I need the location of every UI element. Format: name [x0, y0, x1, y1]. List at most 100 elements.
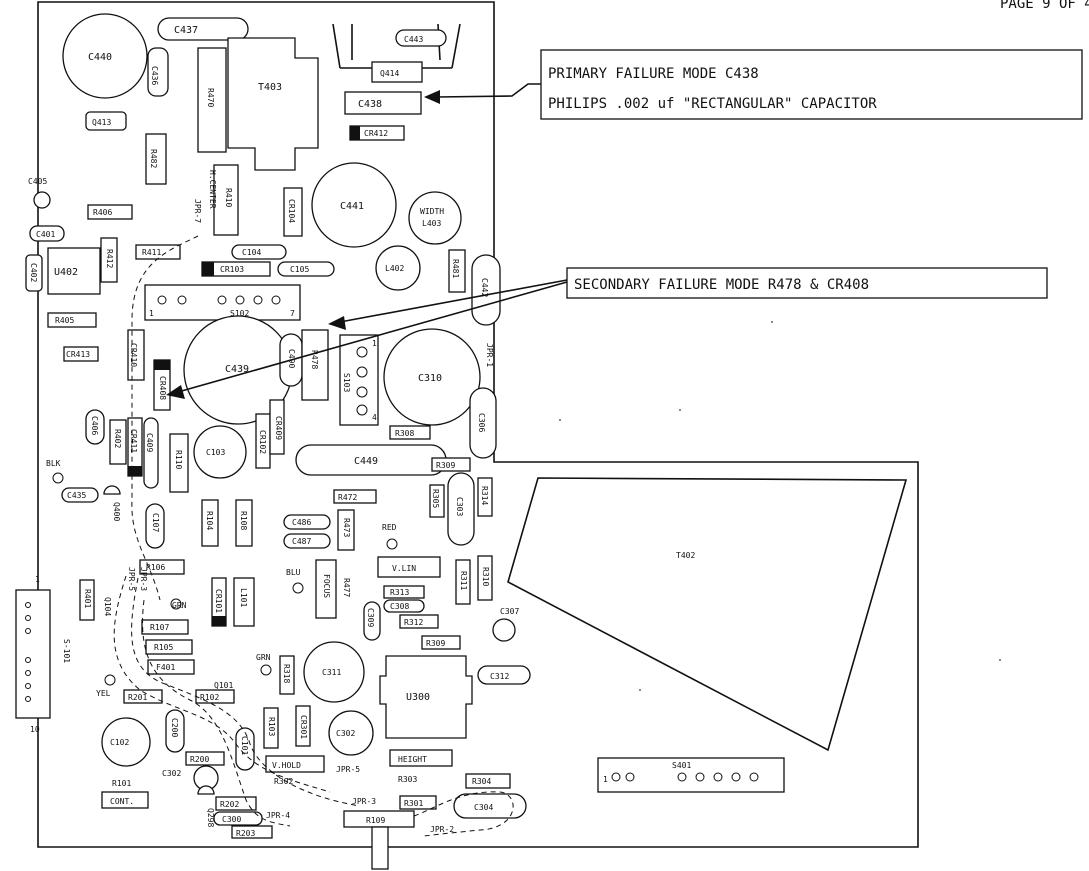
- r312-body: [399, 614, 439, 629]
- r309-label: R309: [436, 461, 455, 470]
- cr413-label: CR413: [66, 350, 90, 359]
- f401-label: F401: [156, 663, 175, 672]
- s401-pin: [611, 772, 621, 782]
- r104-label: R104: [205, 511, 214, 530]
- s401-pin: [625, 772, 635, 782]
- r470-body: [197, 47, 227, 153]
- q413-label: Q413: [92, 118, 111, 127]
- r411-label: R411: [142, 248, 161, 257]
- blk-label: BLK: [46, 459, 61, 468]
- r473-label: R473: [342, 518, 351, 537]
- s102-pin: [157, 295, 167, 305]
- q414-body: [371, 61, 423, 83]
- r105-body: [145, 639, 193, 655]
- c307-label: C307: [500, 607, 519, 616]
- u402-body: [47, 247, 101, 295]
- r472-label: R472: [338, 493, 357, 502]
- r200-body: [185, 751, 225, 766]
- r314-label: R314: [480, 486, 489, 505]
- r305-body: [429, 484, 445, 518]
- c486-body: [283, 514, 331, 530]
- r110-body: [169, 433, 189, 493]
- r309b-label: R309: [426, 639, 445, 648]
- c436-label: C436: [150, 66, 159, 85]
- s102-pin1-label: 1: [149, 309, 154, 318]
- s103-pin: [356, 386, 368, 398]
- l101-label: L101: [239, 588, 248, 607]
- c487-body: [283, 533, 331, 549]
- t402-label: T402: [676, 551, 695, 560]
- u402-label: U402: [54, 267, 78, 278]
- jpr2-label: JPR-2: [430, 825, 454, 834]
- s101-label: S-101: [62, 639, 71, 663]
- c409-label: C409: [145, 433, 154, 452]
- c304-label: C304: [474, 803, 493, 812]
- c443-body: [395, 29, 447, 47]
- c306-label: C306: [477, 413, 486, 432]
- c200-body: [165, 709, 185, 753]
- c440-label: C440: [88, 52, 112, 63]
- c302b-label: C302: [336, 729, 355, 738]
- s102-pin: [253, 295, 263, 305]
- scan-speck: [771, 321, 773, 323]
- cr104-label: CR104: [287, 199, 296, 223]
- cr101-label: CR101: [214, 589, 223, 613]
- s103-pin: [356, 346, 368, 358]
- r104-body: [201, 499, 219, 547]
- r108-label: R108: [239, 511, 248, 530]
- blu-label: BLU: [286, 568, 301, 577]
- u300-label: U300: [406, 692, 430, 703]
- s101-pin: [25, 683, 31, 689]
- s101-pin: [25, 602, 31, 608]
- jumper-route-jpr3: [131, 577, 361, 807]
- r402-label: R402: [113, 429, 122, 448]
- primary-callout-line1: PRIMARY FAILURE MODE C438: [548, 66, 759, 82]
- r303-label: R303: [398, 775, 417, 784]
- c103-body: [193, 425, 247, 479]
- grn1-test-point: [170, 598, 182, 610]
- secondary-arrow-head-cr408: [166, 385, 185, 399]
- q298-label: Q298: [206, 808, 215, 827]
- page-header: PAGE 9 OF 4: [1000, 0, 1089, 12]
- r203-body: [231, 825, 273, 839]
- r401-label: R401: [83, 589, 92, 608]
- r410-label: R410: [224, 188, 233, 207]
- r309b-body: [421, 635, 461, 650]
- r109-shaft: [371, 826, 389, 870]
- s102-pin7-label: 7: [290, 309, 295, 318]
- c312-label: C312: [490, 672, 509, 681]
- c440-body: [62, 13, 148, 99]
- l402-label: L402: [385, 264, 404, 273]
- c107-body: [145, 503, 165, 549]
- s102-label: S102: [230, 309, 249, 318]
- l402-body: [375, 245, 421, 291]
- r481-label: R481: [451, 259, 460, 278]
- f401-body: [147, 659, 195, 675]
- width-label: WIDTH: [420, 207, 444, 216]
- s102-pin: [217, 295, 227, 305]
- red-test-point: [386, 538, 398, 550]
- q400-label: Q400: [112, 502, 121, 521]
- c105-body: [277, 261, 335, 277]
- r109-label: R109: [366, 816, 385, 825]
- c406-body: [85, 409, 105, 445]
- c310-label: C310: [418, 373, 442, 384]
- scan-speck: [679, 409, 681, 411]
- c101-body: [235, 727, 255, 771]
- yel-label: YEL: [96, 689, 111, 698]
- c401-body: [29, 225, 65, 242]
- cr103-band: [202, 262, 214, 276]
- c405-label: C405: [28, 177, 47, 186]
- r478-label: R478: [310, 350, 319, 369]
- c405-body: [33, 191, 51, 209]
- r308-body: [389, 425, 431, 440]
- c409-body: [143, 417, 159, 489]
- r108-body: [235, 499, 253, 547]
- c102-label: C102: [110, 738, 129, 747]
- c449-label: C449: [354, 456, 378, 467]
- h-center-label: H.CENTER: [208, 170, 217, 209]
- r201-body: [123, 689, 163, 704]
- s401-pin1-label: 1: [603, 775, 608, 784]
- secondary-arrow-head-r478: [328, 316, 346, 330]
- cr410-label: CR410: [129, 343, 138, 367]
